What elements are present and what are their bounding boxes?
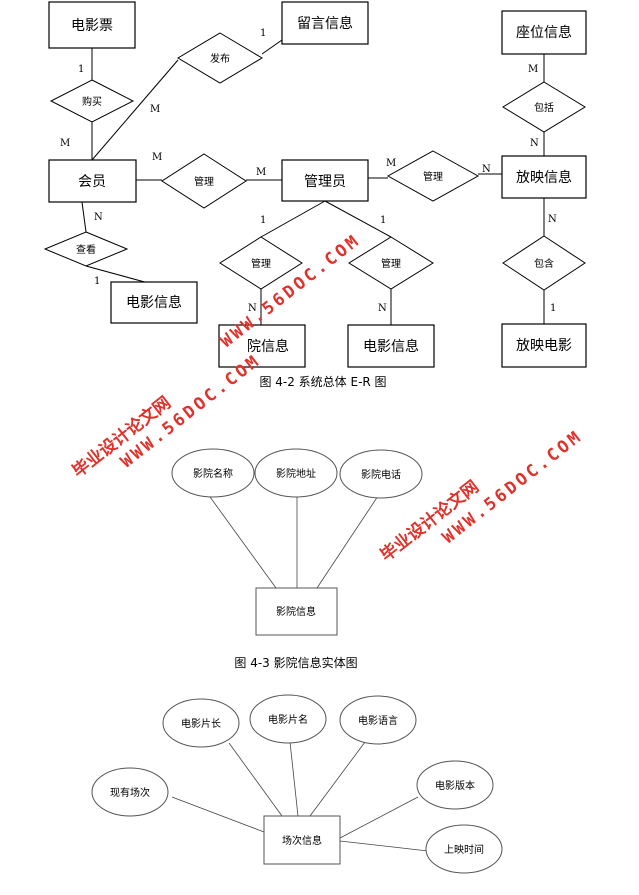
entity-movie-info-2: 电影信息 <box>347 324 435 368</box>
relation-manage-movie: 管理 <box>348 236 434 290</box>
relation-manage-member: 管理 <box>161 153 247 209</box>
entity-movie-info: 电影信息 <box>110 281 198 324</box>
attr-cinema-phone-label: 影院电话 <box>361 468 401 481</box>
entity-show-label: 放映信息 <box>516 169 572 186</box>
relation-view: 查看 <box>43 231 129 267</box>
card-buy-member: M <box>60 138 70 149</box>
fig1-relations: 购买 发布 包括 管理 管理 查看 管理 管理 <box>43 32 586 291</box>
attr-cinema-name-label: 影院名称 <box>193 467 233 480</box>
attr-cinema-phone: 影院电话 <box>339 449 423 499</box>
card-member-view: N <box>94 212 103 223</box>
relation-view-label: 查看 <box>76 243 96 256</box>
fig3-edges <box>171 741 429 852</box>
card-publish-message: 1 <box>260 28 266 39</box>
entity-movie-info-2-label: 电影信息 <box>363 338 419 355</box>
relation-include-movie-label: 包含 <box>534 257 554 270</box>
card-admin-manage: M <box>386 158 396 169</box>
entity-show-movie: 放映电影 <box>501 323 587 368</box>
entity-show-movie-label: 放映电影 <box>516 338 572 354</box>
attr-release-time: 上映时间 <box>425 824 503 874</box>
attr-movie-length-label: 电影片长 <box>181 717 221 730</box>
entity-movie-info-label: 电影信息 <box>126 294 182 311</box>
fig1-entities: 电影票 留言信息 座位信息 会员 管理员 放映信息 电影信息 院信息 <box>48 1 587 368</box>
relation-manage-show-label: 管理 <box>423 170 443 183</box>
entity-message-label: 留言信息 <box>297 15 353 32</box>
card-manage-movie-entity: N <box>378 303 387 314</box>
fig1-edges <box>81 39 545 325</box>
attr-cinema-name: 影院名称 <box>171 448 255 498</box>
relation-include-seat: 包括 <box>502 81 586 133</box>
card-include-show-movie: 1 <box>550 303 556 314</box>
entity-message: 留言信息 <box>281 1 369 45</box>
watermark-right: 毕业设计论文网 WWW.56DOC.COM <box>376 426 587 566</box>
relation-manage-cinema: 管理 <box>219 236 303 290</box>
attr-movie-length: 电影片长 <box>162 698 240 748</box>
fig3-entity-label: 场次信息 <box>282 834 322 847</box>
relation-manage-cinema-label: 管理 <box>251 257 271 270</box>
entity-member: 会员 <box>48 159 137 203</box>
card-include-show: N <box>530 138 539 149</box>
relation-publish: 发布 <box>177 32 263 84</box>
entity-ticket-label: 电影票 <box>71 18 113 34</box>
relation-manage-member-label: 管理 <box>194 175 214 188</box>
card-manage-show: N <box>482 164 491 175</box>
fig2-entity: 影院信息 <box>255 587 338 636</box>
attr-movie-name-label: 电影片名 <box>268 713 308 726</box>
entity-ticket: 电影票 <box>48 1 136 49</box>
attr-current-sessions: 现有场次 <box>91 767 169 817</box>
attr-cinema-address: 影院地址 <box>254 448 338 498</box>
entity-cinema-info: 院信息 <box>218 324 306 368</box>
card-admin-manage-cinema: 1 <box>260 215 266 226</box>
attr-movie-version: 电影版本 <box>416 760 494 810</box>
attr-movie-language: 电影语言 <box>339 695 417 745</box>
figure2-caption: 图 4-3 影院信息实体图 <box>234 655 357 670</box>
entity-seat-label: 座位信息 <box>516 24 572 41</box>
relation-manage-show: 管理 <box>386 150 480 202</box>
fig1-cardinalities: 1 M M 1 M N M M M N N 1 1 N 1 N N 1 <box>60 28 557 314</box>
card-show-include: N <box>548 214 557 225</box>
entity-cinema-info-label: 院信息 <box>247 338 289 355</box>
attr-cinema-address-label: 影院地址 <box>276 467 316 480</box>
relation-manage-movie-label: 管理 <box>381 257 401 270</box>
entity-member-label: 会员 <box>78 174 106 190</box>
figure1-caption: 图 4-2 系统总体 E-R 图 <box>259 375 386 389</box>
relation-buy-label: 购买 <box>82 95 102 108</box>
attr-movie-version-label: 电影版本 <box>435 779 475 792</box>
entity-seat: 座位信息 <box>501 10 587 55</box>
attr-release-time-label: 上映时间 <box>444 843 484 856</box>
entity-show: 放映信息 <box>501 155 587 199</box>
card-admin-manage-movie: 1 <box>380 215 386 226</box>
card-manage-admin: M <box>256 167 266 178</box>
card-view-movie: 1 <box>94 276 100 287</box>
entity-admin: 管理员 <box>281 159 369 202</box>
attr-movie-name: 电影片名 <box>249 694 327 744</box>
card-manage-cinema-entity: N <box>248 303 257 314</box>
entity-admin-label: 管理员 <box>304 174 346 190</box>
relation-include-seat-label: 包括 <box>534 101 554 114</box>
fig3-attributes: 电影片长 电影片名 电影语言 现有场次 电影版本 上映时间 <box>91 694 503 874</box>
fig2-edges <box>204 489 383 589</box>
attr-movie-language-label: 电影语言 <box>358 714 398 727</box>
fig3-entity: 场次信息 <box>263 815 341 865</box>
relation-include-movie: 包含 <box>502 235 586 291</box>
card-member-publish: M <box>150 104 160 115</box>
card-member-manage: M <box>152 152 162 163</box>
fig2-attributes: 影院名称 影院地址 影院电话 <box>171 448 423 499</box>
attr-current-sessions-label: 现有场次 <box>110 786 150 799</box>
card-seat-include: M <box>528 64 538 75</box>
fig2-entity-label: 影院信息 <box>276 605 316 618</box>
relation-publish-label: 发布 <box>210 52 230 65</box>
card-ticket-buy: 1 <box>78 64 84 75</box>
relation-buy: 购买 <box>49 79 135 123</box>
